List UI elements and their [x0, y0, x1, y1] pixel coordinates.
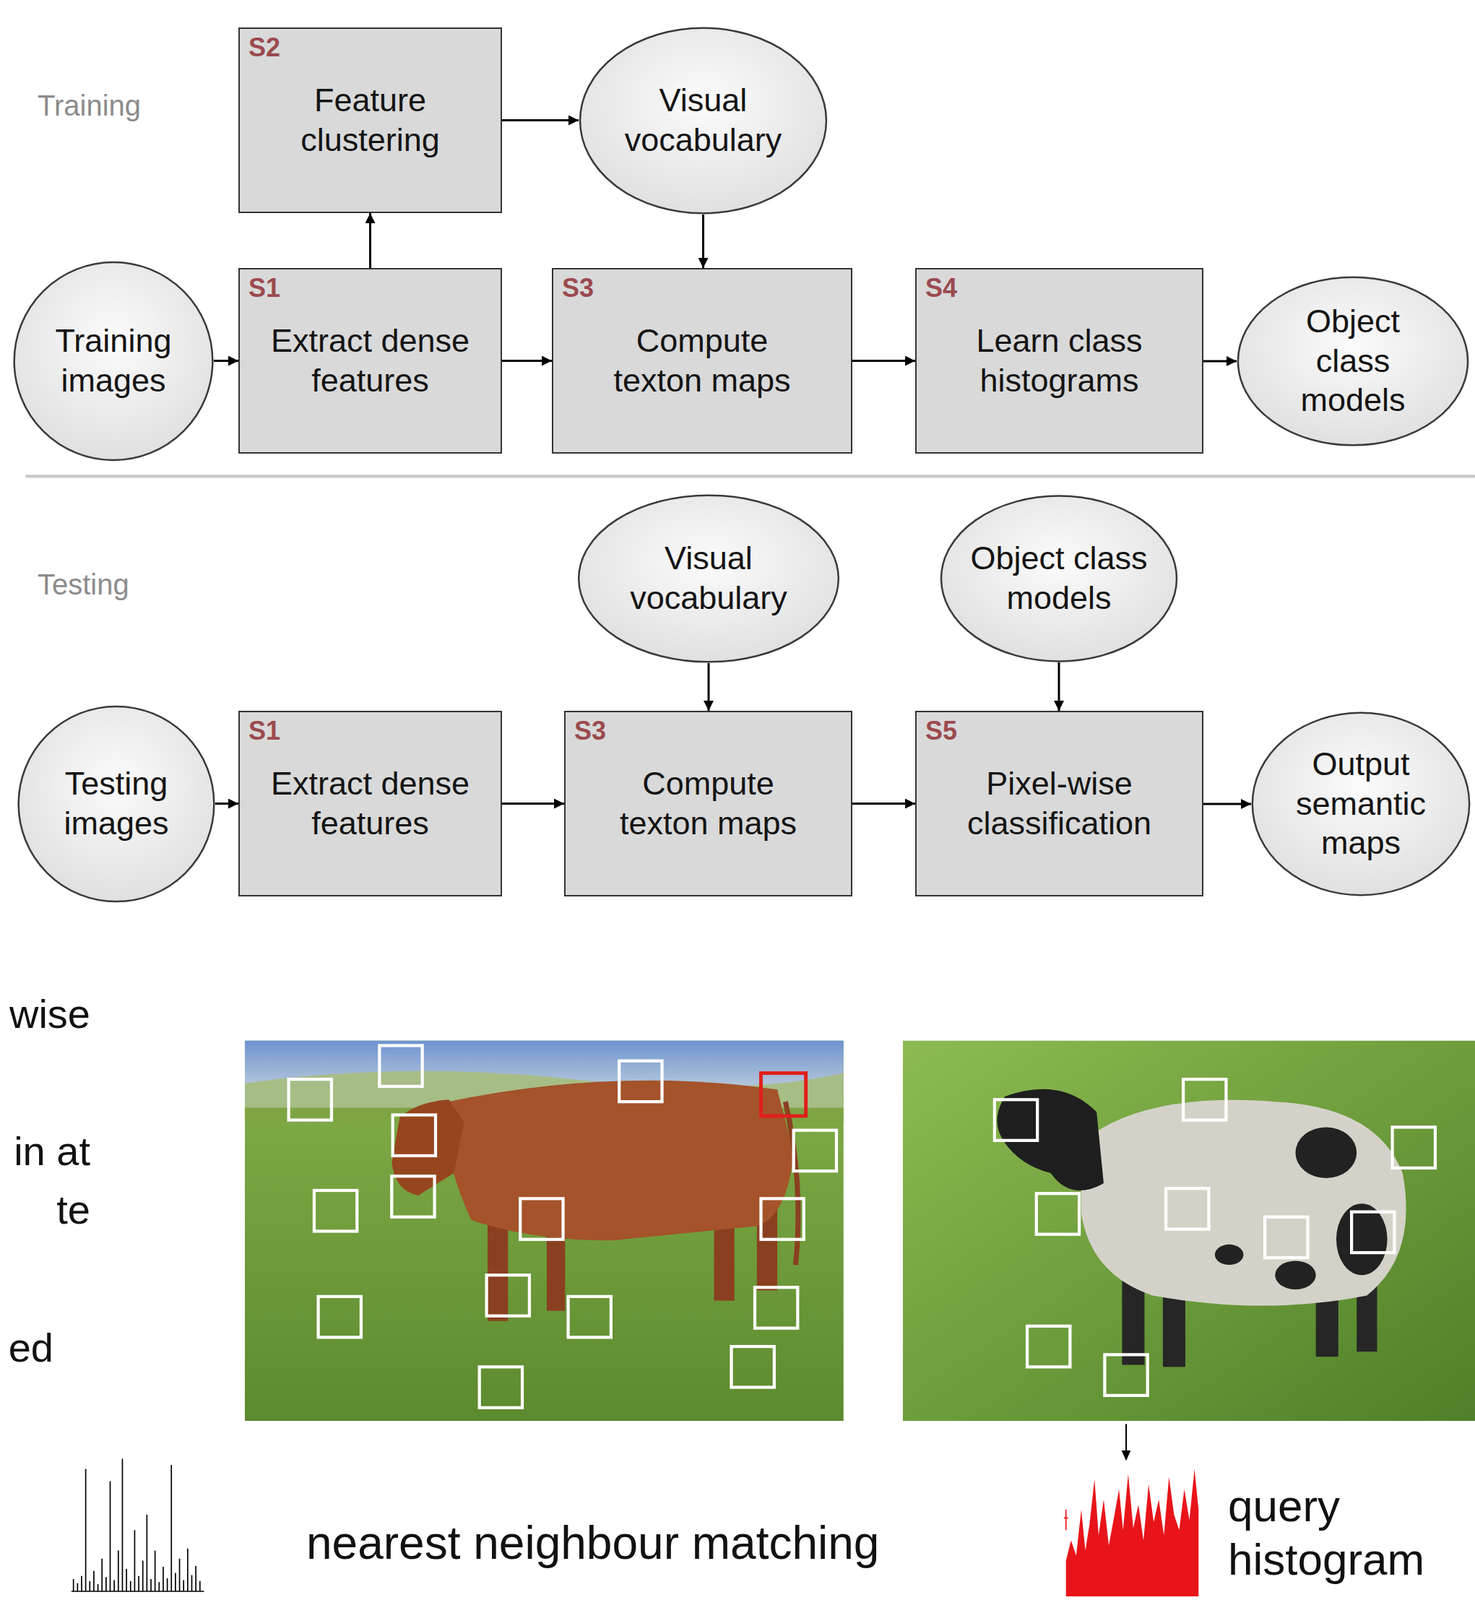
section-label: Training	[37, 88, 255, 123]
node-text: Compute texton maps	[597, 321, 807, 401]
section-divider	[25, 474, 1475, 478]
patch-squares	[288, 1045, 837, 1408]
process-box: S4Learn class histograms	[915, 267, 1204, 454]
node-text: Training images	[39, 321, 188, 401]
process-box: S2Feature clustering	[238, 27, 503, 214]
connector	[852, 359, 916, 362]
step-number: S3	[574, 716, 607, 746]
connector	[1203, 360, 1237, 363]
ellipse-outline	[17, 704, 216, 903]
ellipse-shape	[1252, 712, 1470, 895]
sheep-photo	[902, 1040, 1475, 1421]
terminal-ellipse: Output semantic maps	[1251, 711, 1471, 897]
step-number: S1	[248, 716, 281, 746]
ellipse-shape	[578, 495, 839, 663]
selected-patch	[760, 1073, 806, 1117]
cropped-text: wise	[3, 989, 91, 1038]
connector	[502, 119, 579, 122]
terminal-ellipse: Visual vocabulary	[578, 26, 828, 215]
grass	[902, 1040, 1475, 1421]
node-text: Output semantic maps	[1278, 744, 1443, 864]
node-text: Extract dense features	[248, 321, 492, 401]
cow-photo	[244, 1040, 844, 1421]
step-number: S3	[561, 273, 594, 303]
grass	[244, 1040, 844, 1421]
pointer-line	[1125, 1423, 1127, 1453]
cow-head	[391, 1099, 464, 1196]
section-label: Testing	[37, 567, 255, 602]
process-box: S3Compute texton maps	[551, 267, 853, 454]
ellipse-shape	[941, 496, 1177, 662]
process-box: S5Pixel-wise classification	[915, 710, 1204, 897]
ellipse-shape	[580, 28, 827, 214]
connector	[369, 213, 372, 268]
ellipse-outline	[939, 494, 1179, 663]
node-text: Testing images	[42, 764, 190, 844]
connector	[1203, 803, 1252, 806]
query-histogram	[1066, 1469, 1200, 1598]
terminal-ellipse: Object class models	[1236, 275, 1470, 447]
connector	[215, 802, 239, 805]
model-histogram	[71, 1458, 205, 1592]
process-box: S1Extract dense features	[238, 710, 503, 897]
ellipse-outline	[13, 260, 214, 462]
process-box: S1Extract dense features	[238, 267, 503, 454]
terminal-ellipse: Visual vocabulary	[577, 494, 841, 664]
sheep-spots	[1214, 1126, 1388, 1290]
terminal-ellipse: Training images	[13, 260, 214, 462]
node-text: Learn class histograms	[925, 321, 1194, 401]
node-text: Object class models	[1265, 301, 1441, 422]
connector	[702, 214, 705, 268]
step-number: S4	[925, 273, 958, 303]
node-text: Object class models	[969, 538, 1149, 619]
pointer-head	[1121, 1450, 1132, 1461]
ellipse-outline	[578, 26, 828, 215]
patch-squares	[994, 1079, 1436, 1396]
ellipse-shape	[18, 706, 215, 902]
terminal-ellipse: Testing images	[17, 704, 216, 903]
connector	[213, 359, 239, 362]
ellipse-outline	[577, 494, 841, 664]
ellipse-shape	[14, 262, 214, 461]
terminal-ellipse: Object class models	[939, 494, 1179, 663]
node-text: Pixel-wise classification	[925, 764, 1194, 844]
step-number: S1	[248, 273, 281, 303]
histogram-tick	[1063, 1509, 1069, 1530]
cropped-text: in at	[3, 1126, 91, 1176]
step-number: S2	[248, 33, 281, 63]
node-text: Compute texton maps	[603, 764, 814, 844]
connector	[502, 359, 552, 362]
node-text: Visual vocabulary	[609, 80, 798, 161]
node-text: Extract dense features	[248, 764, 492, 844]
node-text: Feature clustering	[248, 80, 492, 161]
connector	[852, 802, 916, 805]
connector	[1058, 662, 1061, 711]
sheep-body	[1081, 1100, 1407, 1306]
cow-body	[438, 1080, 794, 1241]
process-box: S3Compute texton maps	[564, 710, 853, 897]
connector	[502, 802, 565, 805]
connector	[707, 663, 711, 711]
caption-text: nearest neighbour matching	[306, 1515, 1029, 1572]
cropped-text: ed	[1, 1323, 54, 1372]
step-number: S5	[925, 716, 958, 746]
cropped-text: te	[3, 1185, 91, 1234]
node-text: Visual vocabulary	[608, 538, 808, 619]
ellipse-shape	[1238, 277, 1468, 446]
histogram-label: query histogram	[1227, 1479, 1467, 1587]
